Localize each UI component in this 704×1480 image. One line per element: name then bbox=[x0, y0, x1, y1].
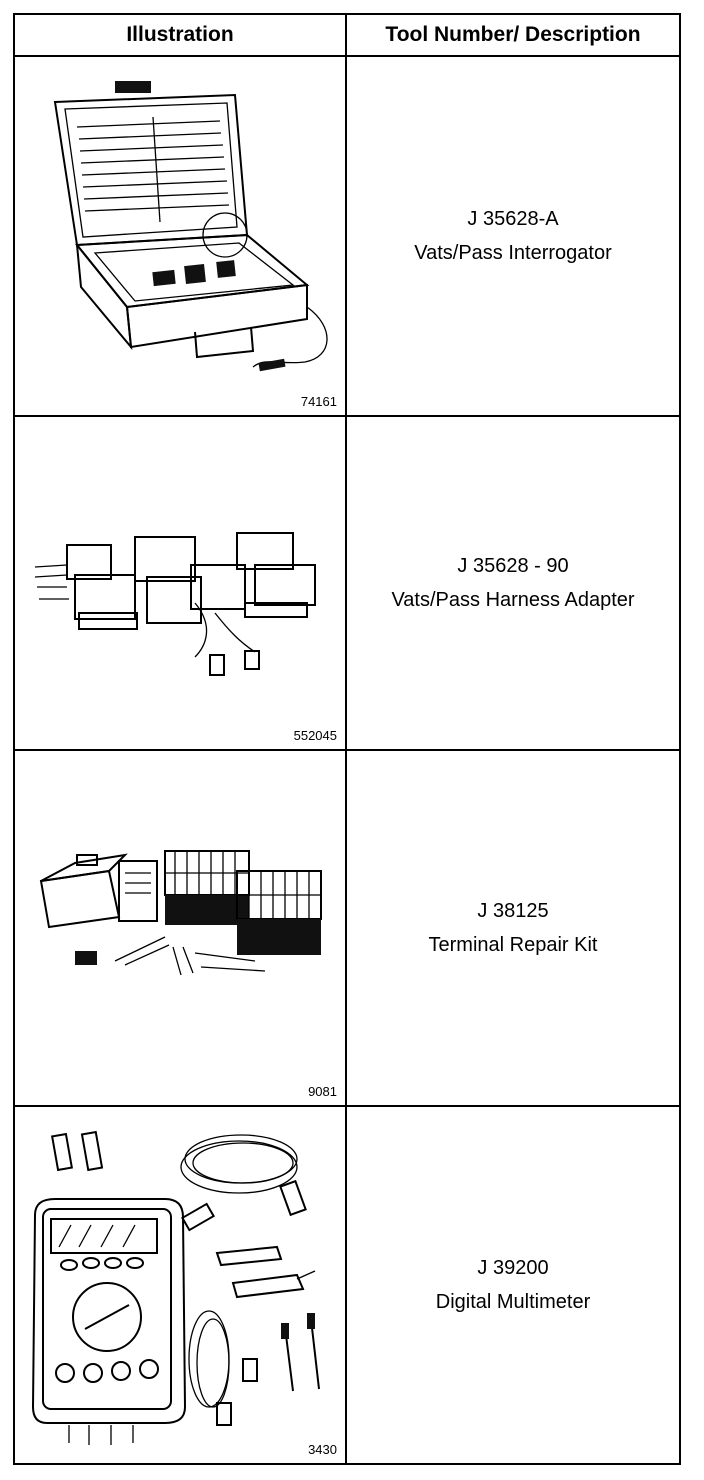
header-tool-number-description: Tool Number/ Description bbox=[385, 23, 641, 46]
table-row: 552045 J 35628 - 90 Vats/Pass Harness Ad… bbox=[15, 417, 679, 751]
interrogator-case-icon bbox=[53, 81, 328, 372]
tool-number: J 38125 bbox=[477, 900, 549, 922]
description-cell: J 38125 Terminal Repair Kit bbox=[347, 751, 679, 1105]
table-row: 74161 J 35628-A Vats/Pass Interrogator bbox=[15, 57, 679, 417]
tool-description: Digital Multimeter bbox=[435, 1291, 591, 1313]
tool-number: J 35628 - 90 bbox=[457, 555, 569, 577]
description-cell: J 39200 Digital Multimeter bbox=[347, 1107, 679, 1463]
illustration-cell: 3430 bbox=[15, 1107, 347, 1463]
harness-adapter-icon bbox=[34, 532, 316, 676]
illustration-cell: 9081 bbox=[15, 751, 347, 1105]
description-cell: J 35628-A Vats/Pass Interrogator bbox=[347, 57, 679, 415]
figure-number: 3430 bbox=[308, 1442, 337, 1457]
illustration-cell: 552045 bbox=[15, 417, 347, 749]
header-illustration: Illustration bbox=[15, 15, 347, 55]
table-header: Illustration Tool Number/ Description bbox=[15, 15, 679, 57]
tool-description: Vats/Pass Harness Adapter bbox=[391, 589, 635, 611]
figure-number: 552045 bbox=[293, 728, 337, 743]
description-cell: J 35628 - 90 Vats/Pass Harness Adapter bbox=[347, 417, 679, 749]
tools-table: Illustration Tool Number/ Description bbox=[13, 13, 681, 1465]
tool-description: Vats/Pass Interrogator bbox=[414, 242, 612, 264]
table-row: 9081 J 38125 Terminal Repair Kit bbox=[15, 751, 679, 1107]
illustration-cell: 74161 bbox=[15, 57, 347, 415]
figure-number: 9081 bbox=[308, 1084, 337, 1099]
figure-number: 74161 bbox=[300, 394, 337, 409]
tool-number: J 39200 bbox=[477, 1257, 549, 1279]
tool-description: Terminal Repair Kit bbox=[428, 934, 598, 956]
terminal-repair-kit-icon bbox=[39, 850, 322, 976]
digital-multimeter-icon bbox=[31, 1130, 320, 1445]
table-row: 3430 J 39200 Digital Multimeter bbox=[15, 1107, 679, 1463]
tool-number: J 35628-A bbox=[467, 208, 559, 230]
